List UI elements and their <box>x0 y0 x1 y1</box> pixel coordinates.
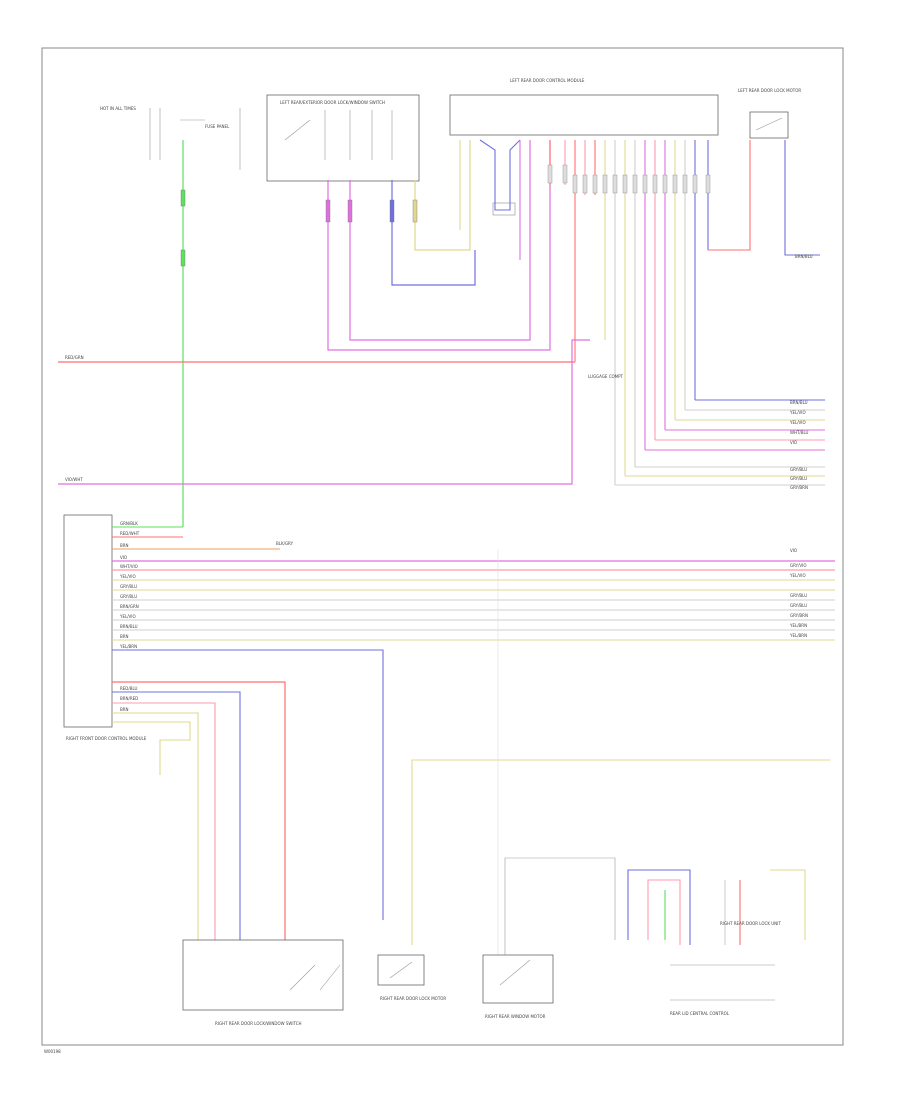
svg-text:GRY/BLU: GRY/BLU <box>120 594 137 599</box>
right-rear-lock-switch-label: RIGHT REAR DOOR LOCK/WINDOW SWITCH <box>215 1021 302 1026</box>
right-side-wires <box>615 399 825 486</box>
wire-violet-long <box>58 339 590 485</box>
right-rear-lock-motor-label: RIGHT REAR DOOR LOCK MOTOR <box>380 996 446 1001</box>
svg-text:GRY/BRN: GRY/BRN <box>790 613 808 618</box>
splice-note: LUGGAGE COMPT <box>588 374 624 379</box>
svg-text:YEL/BRN: YEL/BRN <box>789 633 807 638</box>
fuse-panel-label: HOT IN ALL TIMES <box>100 106 136 111</box>
svg-text:GRY/BLU: GRY/BLU <box>790 467 807 472</box>
svg-text:BLK/GRY: BLK/GRY <box>276 541 294 546</box>
footer-code: W00198 <box>44 1049 61 1054</box>
right-rear-switch-box <box>182 939 344 1011</box>
svg-text:RED/GRN: RED/GRN <box>65 355 84 360</box>
right-front-module-wires <box>112 526 835 920</box>
svg-text:GRN/BLK: GRN/BLK <box>120 521 138 526</box>
left-rear-module-label: LEFT REAR DOOR CONTROL MODULE <box>510 78 585 83</box>
svg-text:BRN/BLU: BRN/BLU <box>790 400 808 405</box>
rf-lower-wires <box>112 681 286 945</box>
fuse-box-label: FUSE PANEL <box>205 124 230 129</box>
svg-text:BRN: BRN <box>120 634 129 639</box>
label-yellow-right: BRN/BLU <box>795 254 813 259</box>
svg-text:YEL/VIO: YEL/VIO <box>789 410 806 415</box>
svg-text:VIO/WHT: VIO/WHT <box>65 477 83 482</box>
svg-text:GRY/BRN: GRY/BRN <box>790 485 808 490</box>
svg-text:WHT/BLU: WHT/BLU <box>790 430 809 435</box>
svg-text:YEL/VIO: YEL/VIO <box>789 420 806 425</box>
svg-text:YEL/BRN: YEL/BRN <box>789 623 807 628</box>
svg-text:GRY/BLU: GRY/BLU <box>790 603 807 608</box>
svg-text:RED/WHT: RED/WHT <box>120 531 140 536</box>
svg-text:YEL/BRN: YEL/BRN <box>119 644 137 649</box>
svg-text:GRY/BLU: GRY/BLU <box>120 584 137 589</box>
right-front-module-box <box>63 514 113 728</box>
svg-text:YEL/VIO: YEL/VIO <box>789 573 806 578</box>
svg-text:RED/BLU: RED/BLU <box>120 686 138 691</box>
right-rear-window-motor-label: RIGHT REAR WINDOW MOTOR <box>485 1014 546 1019</box>
left-rear-switch-box <box>266 94 420 182</box>
fuse-panel-block: HOT IN ALL TIMES FUSE PANEL <box>100 106 241 170</box>
wire-yellow-a <box>414 140 471 251</box>
rear-lid-group <box>627 869 806 1001</box>
left-rear-lock-motor-box <box>749 111 789 139</box>
svg-text:BRN: BRN <box>120 543 129 548</box>
svg-text:GRY/VIO: GRY/VIO <box>790 563 806 568</box>
svg-text:VIO: VIO <box>790 440 797 445</box>
left-rear-switch-label: LEFT REAR/EXTERIOR DOOR LOCK/WINDOW SWIT… <box>280 100 385 105</box>
wire-violet-b <box>349 140 531 341</box>
svg-text:BRN/BLU: BRN/BLU <box>120 624 138 629</box>
wire-violet-a <box>327 140 551 351</box>
right-front-module-label: RIGHT FRONT DOOR CONTROL MODULE <box>66 736 147 741</box>
left-rear-lock-motor-label: LEFT REAR DOOR LOCK MOTOR <box>738 88 801 93</box>
svg-text:BRN/RED: BRN/RED <box>120 696 138 701</box>
svg-text:GRY/BLU: GRY/BLU <box>790 593 807 598</box>
svg-text:YEL/VIO: YEL/VIO <box>119 574 136 579</box>
svg-text:WHT/VIO: WHT/VIO <box>120 564 138 569</box>
right-rear-window-motor-box <box>482 954 554 1004</box>
svg-text:VIO: VIO <box>120 555 127 560</box>
right-rear-lock-unit-label: RIGHT REAR DOOR LOCK UNIT <box>720 921 781 926</box>
svg-text:YEL/VIO: YEL/VIO <box>119 614 136 619</box>
left-rear-module-box <box>449 94 719 136</box>
svg-text:GRY/BLU: GRY/BLU <box>790 476 807 481</box>
svg-text:BRN: BRN <box>120 707 129 712</box>
rear-lid-group-label: REAR LID CENTRAL CONTROL <box>670 1011 730 1016</box>
diagram-frame <box>41 47 844 1046</box>
svg-text:BRN/GRN: BRN/GRN <box>120 604 139 609</box>
wire-blue-a <box>391 180 476 286</box>
svg-text:VIO: VIO <box>790 548 797 553</box>
